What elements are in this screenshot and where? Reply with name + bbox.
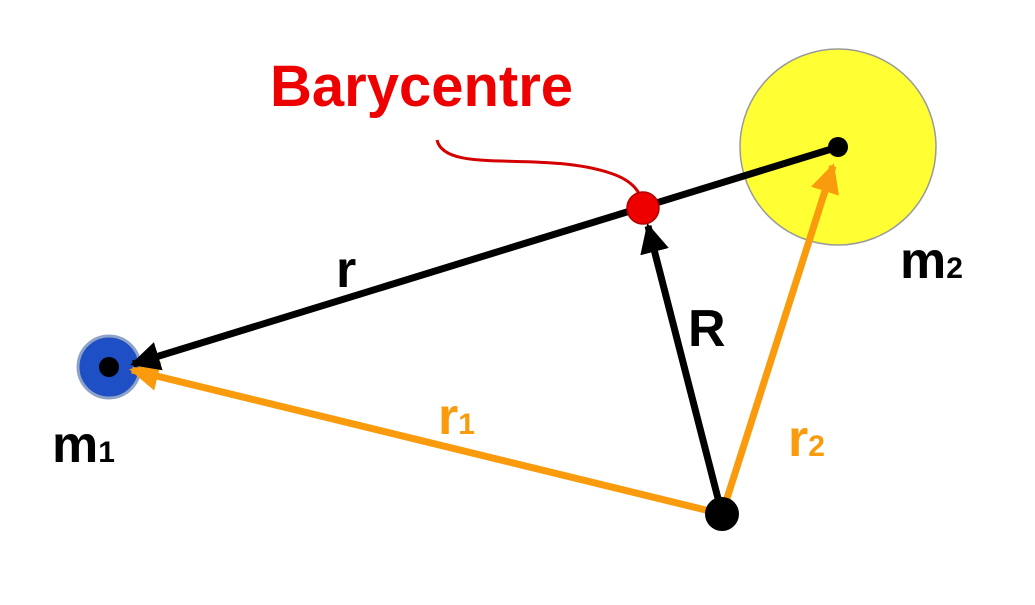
barycentre-point bbox=[626, 191, 660, 225]
mass-1-label-sub: 1 bbox=[98, 436, 115, 469]
vector-r2-label-sub: 2 bbox=[808, 430, 825, 463]
vector-r1-label-main: r bbox=[438, 388, 458, 446]
barycentre-label: Barycentre bbox=[270, 54, 573, 119]
mass-2-label-sub: 2 bbox=[946, 252, 963, 285]
vector-r2-arrow bbox=[718, 163, 839, 516]
mass-2-label: m2 bbox=[900, 232, 963, 290]
vector-r1-arrow bbox=[129, 361, 723, 518]
mass-1-centre-dot bbox=[99, 357, 119, 377]
mass-2-centre-dot bbox=[828, 137, 848, 157]
vector-R-label: R bbox=[688, 300, 726, 358]
origin-point bbox=[705, 497, 739, 531]
vector-r1-label-sub: 1 bbox=[458, 408, 475, 441]
vector-r-label: r bbox=[336, 241, 356, 299]
vector-r2-label: r2 bbox=[788, 410, 825, 468]
vector-r-arrow bbox=[130, 143, 840, 371]
vector-R-arrow bbox=[640, 223, 726, 515]
mass-1-label-main: m bbox=[52, 416, 98, 474]
vector-r1-label: r1 bbox=[438, 388, 475, 446]
mass-1-label: m1 bbox=[52, 416, 115, 474]
barycentre-pointer-curve bbox=[435, 139, 645, 206]
vector-r2-label-main: r bbox=[788, 410, 808, 468]
mass-2-label-main: m bbox=[900, 232, 946, 290]
